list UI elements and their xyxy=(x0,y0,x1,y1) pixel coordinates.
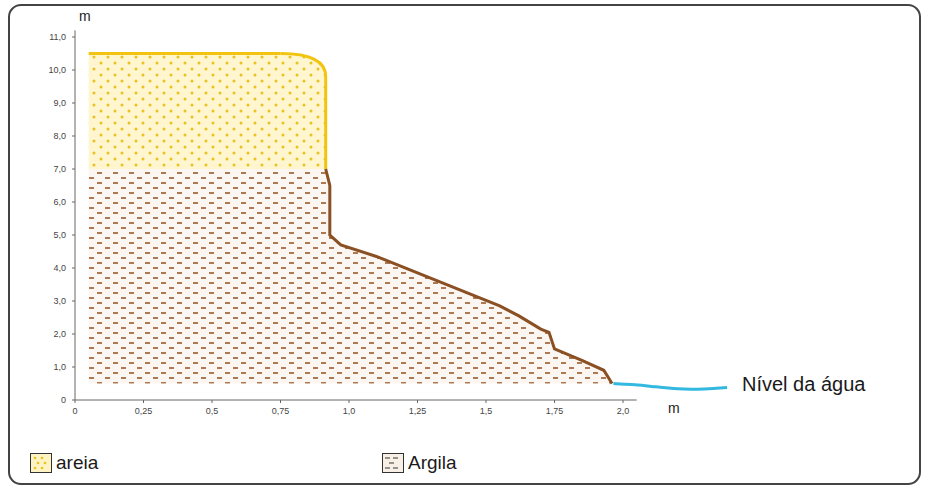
tick xyxy=(72,37,75,38)
sand-edge xyxy=(281,54,326,170)
tick xyxy=(417,400,418,403)
tick-label: 1,0 xyxy=(53,363,66,372)
tick-label: 9,0 xyxy=(53,99,66,108)
tick-label: 3,0 xyxy=(53,297,66,306)
tick-label: 6,0 xyxy=(53,198,66,207)
legend-item: areia xyxy=(30,452,98,474)
tick-label: 0,75 xyxy=(272,407,290,416)
tick-label: 0 xyxy=(72,407,77,416)
tick-label: 7,0 xyxy=(53,165,66,174)
tick xyxy=(72,268,75,269)
tick xyxy=(212,400,213,403)
clay-layer xyxy=(89,169,612,384)
tick xyxy=(75,400,76,403)
tick xyxy=(72,202,75,203)
legend-text: areia xyxy=(56,452,98,474)
tick xyxy=(143,400,144,403)
tick-label: 1,75 xyxy=(546,407,564,416)
tick-label: 11,0 xyxy=(49,33,66,42)
y-axis xyxy=(75,30,76,400)
tick-label: 1,25 xyxy=(409,407,427,416)
legend-text: Argila xyxy=(408,452,457,474)
tick-label: 1,5 xyxy=(480,407,493,416)
tick-label: 0 xyxy=(61,396,66,405)
legend-swatch xyxy=(382,453,404,473)
tick-label: 10,0 xyxy=(48,66,66,75)
tick-label: 1,0 xyxy=(343,407,356,416)
frame xyxy=(9,5,920,484)
tick xyxy=(72,301,75,302)
sand-layer xyxy=(89,54,326,170)
tick-label: 2,0 xyxy=(617,407,630,416)
tick xyxy=(72,235,75,236)
axis-unit: m xyxy=(668,401,680,415)
legend-swatch xyxy=(30,453,52,473)
legend-item: Argila xyxy=(382,452,457,474)
tick xyxy=(349,400,350,403)
tick xyxy=(554,400,555,403)
clay-bank xyxy=(326,169,612,384)
sand-surface xyxy=(89,52,281,55)
tick xyxy=(72,103,75,104)
water-label: Nível da água xyxy=(742,374,865,394)
tick xyxy=(72,70,75,71)
tick-label: 8,0 xyxy=(53,132,66,141)
tick xyxy=(280,400,281,403)
tick-label: 5,0 xyxy=(53,231,66,240)
x-axis xyxy=(75,400,637,401)
tick xyxy=(623,400,624,403)
tick-label: 2,0 xyxy=(53,330,66,339)
tick xyxy=(72,367,75,368)
tick xyxy=(486,400,487,403)
axis-unit: m xyxy=(79,9,91,23)
tick xyxy=(72,169,75,170)
tick xyxy=(72,136,75,137)
tick xyxy=(72,334,75,335)
tick-label: 4,0 xyxy=(53,264,66,273)
tick-label: 0,5 xyxy=(206,407,219,416)
water-line xyxy=(613,384,727,390)
tick-label: 0,25 xyxy=(135,407,153,416)
